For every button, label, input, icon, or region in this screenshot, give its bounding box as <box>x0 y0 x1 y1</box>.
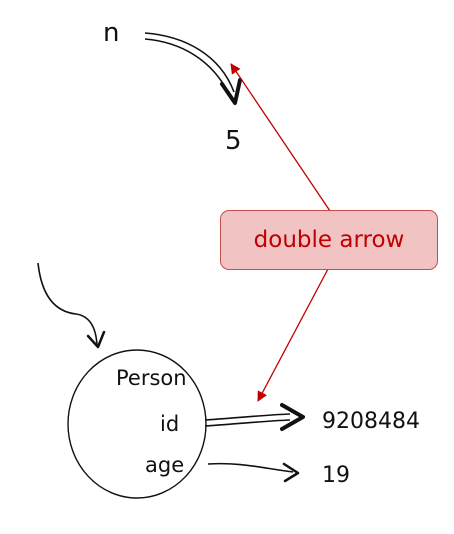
incoming-reference-arrowhead <box>86 330 106 349</box>
n-double-arrow-line-inner <box>144 38 230 95</box>
person-age-field-label: age <box>145 453 185 477</box>
incoming-reference-line <box>37 262 98 346</box>
incoming-reference-arrow <box>37 262 106 349</box>
id-double-arrow-head <box>280 403 305 431</box>
double-arrow-callout: double arrow <box>220 210 438 270</box>
variable-n-value: 5 <box>225 126 242 156</box>
callout-pointer-to-n-arrow <box>230 63 331 212</box>
person-age-value: 19 <box>322 463 350 488</box>
n-double-arrow <box>144 32 242 105</box>
person-class-label: Person <box>116 366 187 390</box>
person-object-circle <box>67 349 207 499</box>
age-arrow <box>207 462 300 483</box>
variable-n-label: n <box>103 18 120 48</box>
id-double-arrow-line-bottom <box>204 419 291 427</box>
n-double-arrow-line-outer <box>144 32 235 93</box>
n-double-arrow-head <box>220 78 242 105</box>
callout-pointer-to-id-arrow <box>257 268 329 402</box>
callout-text: double arrow <box>253 227 405 253</box>
id-double-arrow-line-top <box>204 413 291 421</box>
person-id-field-label: id <box>160 412 180 436</box>
id-double-arrow <box>204 403 305 431</box>
age-arrow-line <box>207 462 294 473</box>
person-id-value: 9208484 <box>322 409 420 434</box>
age-arrow-head <box>282 462 300 483</box>
